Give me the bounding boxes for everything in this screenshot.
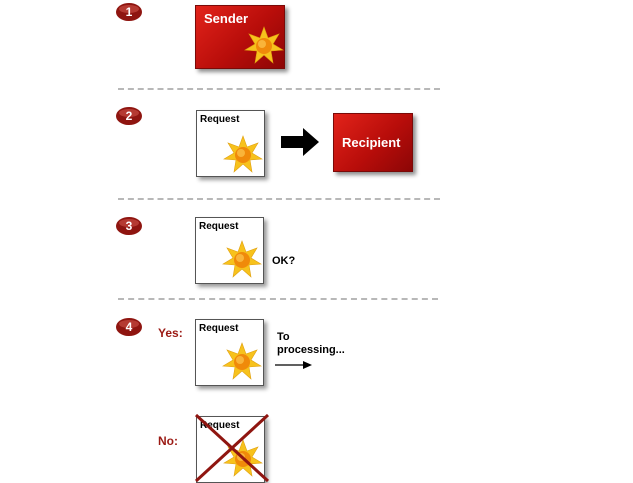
right-arrow-icon <box>281 128 319 156</box>
request-label: Request <box>200 114 240 125</box>
step-number: 4 <box>125 320 133 334</box>
step-number: 2 <box>125 109 133 123</box>
request-document: Request <box>195 217 264 284</box>
ok-question: OK? <box>272 255 296 267</box>
step-badge-1: 1 <box>115 2 145 22</box>
step-badge-icon <box>116 107 142 125</box>
step-badge-2: 2 <box>115 106 145 126</box>
sender-label: Sender <box>204 11 249 26</box>
recipient-label: Recipient <box>342 135 401 150</box>
step-number: 1 <box>125 5 133 19</box>
step-badge-3: 3 <box>115 216 145 236</box>
cross-icon <box>194 413 270 483</box>
separator-2 <box>118 198 440 200</box>
sun-icon <box>222 342 262 380</box>
step-badge-icon <box>116 3 142 21</box>
to-processing-label: To processing... <box>277 331 345 356</box>
separator-1 <box>118 88 440 90</box>
sender-box: Sender <box>195 5 285 69</box>
request-label: Request <box>199 221 239 232</box>
request-document: Request <box>196 110 265 177</box>
step-number: 3 <box>125 219 133 233</box>
request-label: Request <box>199 323 239 334</box>
separator-3 <box>118 298 438 300</box>
recipient-box: Recipient <box>333 113 413 172</box>
step-badge-4: 4 <box>115 317 145 337</box>
step-badge-icon <box>116 318 142 336</box>
processing-arrow-icon <box>275 361 312 369</box>
yes-label: Yes: <box>158 326 183 340</box>
request-document: Request <box>195 319 264 386</box>
no-label: No: <box>158 434 178 448</box>
sun-icon <box>222 240 262 278</box>
sun-icon <box>244 26 284 64</box>
step-badge-icon <box>116 217 142 235</box>
request-label: Request <box>200 420 240 431</box>
sun-icon <box>223 135 263 173</box>
